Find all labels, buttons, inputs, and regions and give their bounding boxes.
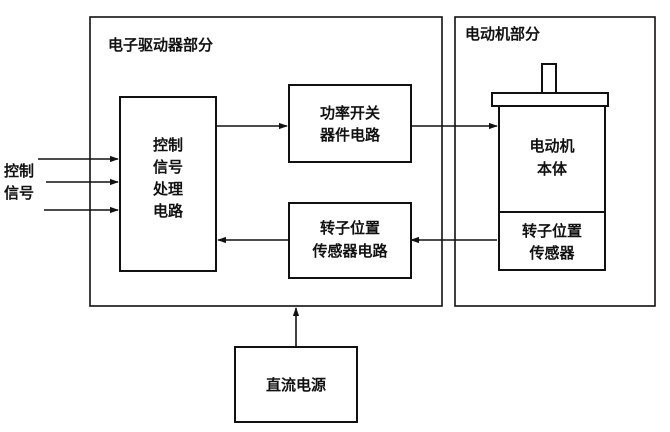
power-switch-text-2: 器件电路 bbox=[319, 126, 381, 144]
motor-shaft bbox=[541, 63, 557, 94]
rotor-sensor-text-1: 转子位置 bbox=[522, 222, 582, 240]
motor-body-text-2: 本体 bbox=[537, 160, 568, 178]
rotor-sensor-text-2: 传感器 bbox=[528, 244, 575, 262]
rotor-sensor-circuit-block bbox=[288, 202, 412, 279]
control-processing-block bbox=[119, 96, 217, 272]
motor-body-block bbox=[498, 105, 606, 213]
input-signal-label-line1: 控制 bbox=[4, 162, 34, 180]
input-signal-label-line2: 信号 bbox=[4, 184, 34, 202]
power-switch-text-1: 功率开关 bbox=[320, 104, 380, 122]
control-block-text-2: 信号 bbox=[153, 158, 183, 176]
rotor-sensor-circuit-text-1: 转子位置 bbox=[320, 219, 380, 237]
control-block-text-4: 电路 bbox=[153, 202, 184, 220]
driver-section-title: 电子驱动器部分 bbox=[108, 36, 213, 54]
control-block-text-1: 控制 bbox=[153, 136, 183, 154]
rotor-sensor-block bbox=[498, 211, 606, 271]
motor-section-title: 电动机部分 bbox=[465, 25, 540, 43]
motor-body-text-1: 电动机 bbox=[529, 137, 574, 155]
motor-flange bbox=[491, 92, 609, 107]
driver-section-frame bbox=[89, 16, 443, 307]
dc-power-text: 直流电源 bbox=[266, 376, 326, 394]
motor-section-frame bbox=[454, 16, 656, 307]
rotor-sensor-circuit-text-2: 传感器电路 bbox=[311, 242, 388, 260]
control-block-text-3: 处理 bbox=[152, 180, 183, 198]
power-switch-block bbox=[288, 84, 412, 163]
